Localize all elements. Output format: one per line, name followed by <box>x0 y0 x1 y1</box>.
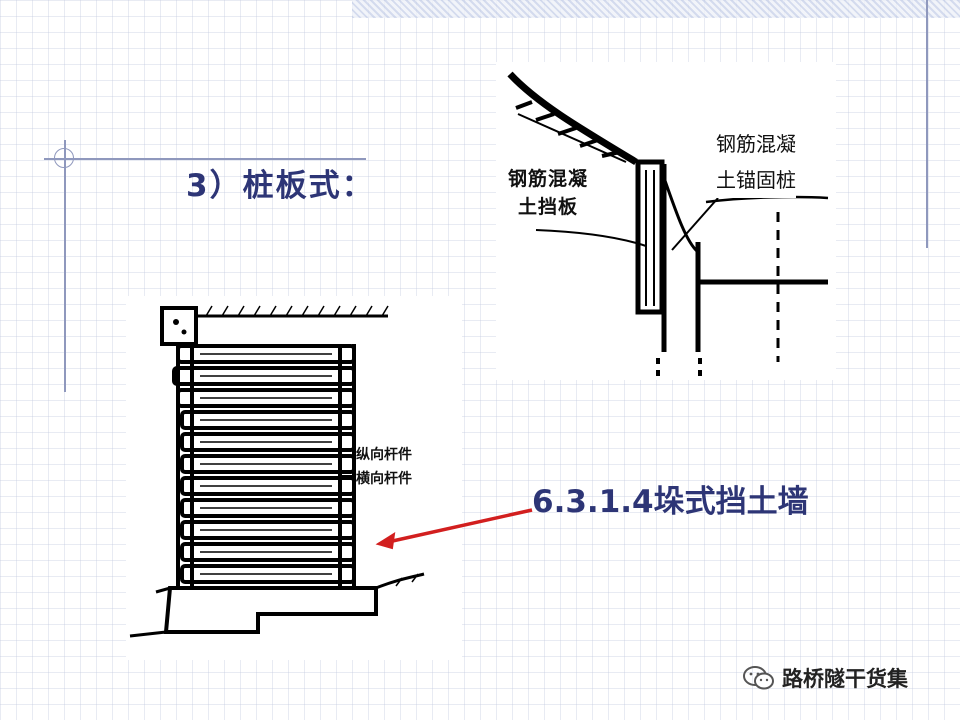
slope-line <box>507 71 638 166</box>
title-decor-line-horizontal <box>44 158 366 160</box>
retaining-panel <box>635 159 665 315</box>
arrow-head <box>375 532 396 550</box>
title-decor-line-vertical <box>64 140 66 392</box>
crib-wall-drawing <box>129 305 425 638</box>
crib-wall-figure <box>126 296 462 660</box>
panel-label-line2: 土挡板 <box>518 196 579 218</box>
anchor-pile <box>661 164 701 352</box>
watermark: 路桥隧干货集 <box>742 663 908 693</box>
pile-wall-figure <box>496 62 836 380</box>
longitudinal-member-label: 纵向杆件 <box>356 447 412 463</box>
watermark-text: 路桥隧干货集 <box>782 667 908 691</box>
panel-label: 钢筋混凝 土挡板 <box>508 165 588 221</box>
transverse-member-label: 横向杆件 <box>356 471 412 487</box>
top-decorative-band <box>352 0 960 18</box>
cap-block <box>160 306 198 346</box>
pile-label: 钢筋混凝 土锚固桩 <box>716 126 796 198</box>
pile-label-line2: 土锚固桩 <box>716 168 796 192</box>
title-decor-circle <box>54 148 74 168</box>
panel-leader-line <box>535 229 647 247</box>
slide-heading: 3）桩板式： <box>186 168 375 204</box>
right-decorative-line <box>926 0 928 248</box>
pile-wall-drawing <box>507 71 829 380</box>
section-label: 6.3.1.4垛式挡土墙 <box>532 484 809 520</box>
panel-label-line1: 钢筋混凝 <box>508 168 589 190</box>
pile-label-line1: 钢筋混凝 <box>716 132 796 156</box>
crib-posts <box>176 344 356 588</box>
arrow-shaft <box>387 508 533 544</box>
pointer-arrow <box>375 508 533 550</box>
slope-hatch <box>515 100 621 158</box>
foundation <box>163 586 378 634</box>
wechat-icon <box>743 666 774 690</box>
pile-leader-line <box>671 197 719 251</box>
